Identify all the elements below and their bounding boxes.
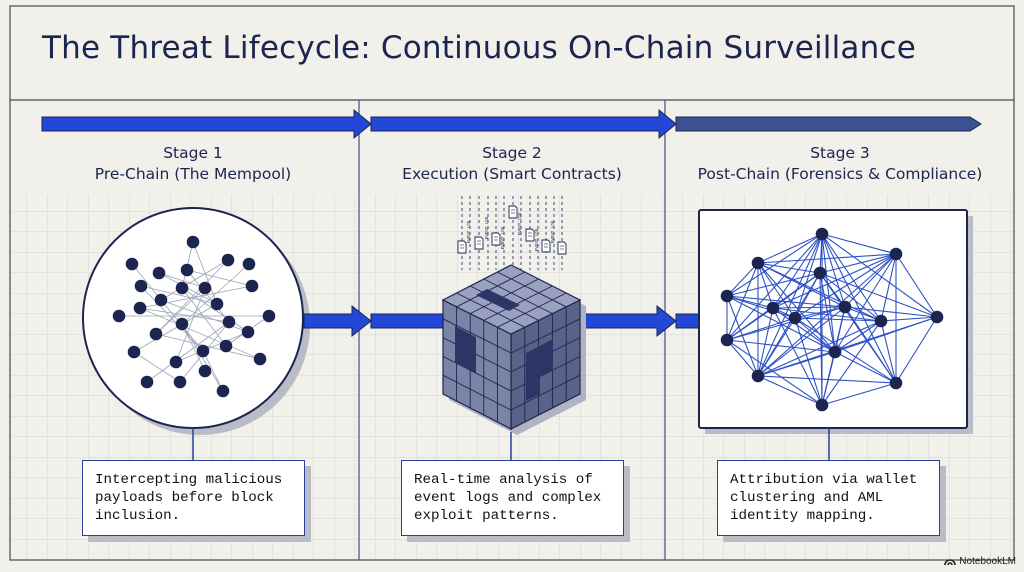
brand-watermark: NotebookLM [944, 556, 1016, 567]
stage-1-number: Stage 1 [163, 144, 223, 162]
cube-right-opening [526, 339, 553, 401]
timeline-arrow-stage-2 [370, 108, 677, 140]
wallet-cluster-node [751, 256, 765, 270]
wallet-cluster-node [788, 311, 802, 325]
mempool-transaction-node [253, 352, 267, 366]
stage-1-description-box: Intercepting malicious payloads before b… [82, 460, 305, 536]
mempool-transaction-node [112, 309, 126, 323]
mempool-transaction-node [149, 327, 163, 341]
stage-1-description: Intercepting malicious payloads before b… [95, 472, 283, 524]
brand-name: NotebookLM [959, 556, 1016, 567]
timeline-arrows [41, 108, 982, 140]
mempool-transaction-node [127, 345, 141, 359]
smart-contract-cube-icon [441, 264, 586, 435]
flow-arrow-1 [303, 304, 372, 338]
stage-2-name: Execution (Smart Contracts) [402, 165, 622, 183]
event-log-label: EVENT LOG [502, 226, 506, 249]
flow-arrow-3-in [675, 313, 701, 329]
event-log-label: EVENT LOG [552, 220, 556, 243]
wallet-cluster-node [813, 266, 827, 280]
mempool-transaction-node [198, 364, 212, 378]
mempool-transaction-node [140, 375, 154, 389]
stage-1-name: Pre-Chain (The Mempool) [94, 165, 292, 183]
timeline-arrow-stage-3 [675, 116, 982, 132]
flow-arrows [303, 304, 701, 338]
event-log-label: EVENT LOG [536, 228, 540, 251]
notebook-logo-icon [944, 559, 957, 566]
forensics-network-icon [698, 209, 973, 434]
document-icon [525, 228, 535, 242]
outer-frame [9, 5, 1015, 561]
mempool-transaction-node [262, 309, 276, 323]
mempool-network-icon [82, 207, 310, 435]
mempool-transaction-node [175, 281, 189, 295]
document-icon [457, 240, 467, 254]
document-icon [474, 236, 484, 250]
wallet-cluster-node [838, 300, 852, 314]
mempool-transaction-node [222, 315, 236, 329]
event-log-label: EVENT LOG [519, 212, 523, 235]
mempool-transaction-node [152, 266, 166, 280]
wallet-cluster-node [889, 247, 903, 261]
wallet-cluster-node [889, 376, 903, 390]
mempool-transaction-node [210, 297, 224, 311]
mempool-transaction-node [175, 317, 189, 331]
mempool-transaction-node [241, 325, 255, 339]
mempool-transaction-node [125, 257, 139, 271]
wallet-cluster-node [815, 398, 829, 412]
mempool-transaction-node [221, 253, 235, 267]
stage-2-label: Stage 2 Execution (Smart Contracts) [392, 143, 632, 185]
document-icon [508, 205, 518, 219]
mempool-transaction-node [133, 301, 147, 315]
mempool-transaction-node [173, 375, 187, 389]
stage-3-description-box: Attribution via wallet clustering and AM… [717, 460, 940, 536]
stage-3-name: Post-Chain (Forensics & Compliance) [697, 165, 983, 183]
wallet-cluster-node [874, 314, 888, 328]
mempool-transaction-node [134, 279, 148, 293]
stage-2-number: Stage 2 [482, 144, 542, 162]
document-icon [541, 239, 551, 253]
document-icon [557, 241, 567, 255]
wallet-cluster-node [815, 227, 829, 241]
cube-top-opening [476, 289, 520, 311]
flow-arrow-2-out [579, 304, 677, 338]
event-log-documents: EVENT LOG EVENT LOG EVENT LOG EVENT LOG EVEN… [457, 196, 567, 270]
event-log-label: EVENT LOG [486, 216, 490, 239]
mempool-transaction-node [245, 279, 259, 293]
mempool-transaction-node [180, 263, 194, 277]
stage-2-description: Real-time analysis of event logs and com… [414, 472, 602, 524]
timeline-arrow-stage-1 [41, 108, 372, 140]
cube-left-opening [455, 326, 476, 373]
wallet-cluster-node [828, 345, 842, 359]
wallet-cluster-node [766, 301, 780, 315]
event-log-label: EVENT LOG [468, 220, 472, 243]
mempool-transaction-node [196, 344, 210, 358]
wallet-cluster-node [751, 369, 765, 383]
stage-1-label: Stage 1 Pre-Chain (The Mempool) [88, 143, 298, 185]
page-title: The Threat Lifecycle: Continuous On-Chai… [42, 30, 916, 66]
mempool-transaction-node [154, 293, 168, 307]
stage-3-description: Attribution via wallet clustering and AM… [730, 472, 918, 524]
stage-3-number: Stage 3 [810, 144, 870, 162]
document-icon [491, 232, 501, 246]
wallet-cluster-node [720, 289, 734, 303]
mempool-transaction-node [186, 235, 200, 249]
wallet-cluster-node [930, 310, 944, 324]
mempool-transaction-node [169, 355, 183, 369]
stage-3-label: Stage 3 Post-Chain (Forensics & Complian… [685, 143, 995, 185]
flow-arrow-2-in [370, 313, 444, 329]
wallet-cluster-node [720, 333, 734, 347]
stage-2-description-box: Real-time analysis of event logs and com… [401, 460, 624, 536]
mempool-transaction-node [198, 281, 212, 295]
mempool-transaction-node [216, 384, 230, 398]
mempool-transaction-node [242, 257, 256, 271]
mempool-transaction-node [219, 339, 233, 353]
